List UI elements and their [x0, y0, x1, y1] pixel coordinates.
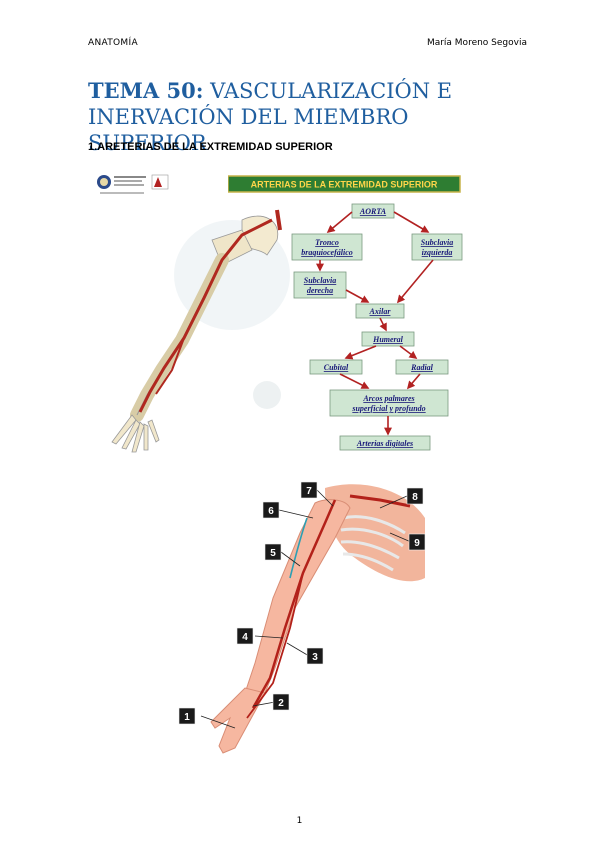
node-arcos-line1: Arcos palmares — [362, 394, 414, 403]
figure-label-2: 2 — [278, 698, 284, 709]
diagram-heading: ARTERIAS DE LA EXTREMIDAD SUPERIOR — [251, 180, 438, 190]
node-subclavia-der-line2: derecha — [307, 286, 333, 295]
page-title: TEMA 50: VASCULARIZACIÓN E INERVACIÓN DE… — [88, 78, 528, 156]
node-subclavia-izq-line1: Subclavia — [421, 238, 453, 247]
node-axilar: Axilar — [369, 307, 392, 316]
header-left: ANATOMÍA — [88, 38, 138, 48]
arm-arteries-figure-numbered: 1 2 3 4 5 6 7 8 9 — [175, 478, 435, 768]
node-subclavia-izq-line2: izquierda — [422, 248, 453, 257]
title-prefix: TEMA 50: — [88, 78, 204, 103]
header-right: María Moreno Segovia — [426, 38, 527, 48]
figure-label-7: 7 — [306, 486, 312, 497]
figure-label-6: 6 — [268, 506, 274, 517]
figure-label-9: 9 — [414, 538, 420, 549]
section-heading: 1.ARETERIAS DE LA EXTREMIDAD SUPERIOR — [88, 141, 333, 153]
university-logos — [96, 172, 174, 196]
figure-label-4: 4 — [242, 632, 248, 643]
figure-label-1: 1 — [184, 712, 190, 723]
node-cubital: Cubital — [324, 363, 349, 372]
figure-label-3: 3 — [312, 652, 318, 663]
page-number: 1 — [296, 816, 303, 826]
figure-label-5: 5 — [270, 548, 276, 559]
title-text: VASCULARIZACIÓN E INERVACIÓN DEL MIEMBRO… — [88, 79, 453, 155]
node-aorta: AORTA — [359, 207, 387, 216]
arm-arteries-illustration — [92, 180, 292, 460]
node-subclavia-der-line1: Subclavia — [304, 276, 336, 285]
node-arcos-line2: superficial y profundo — [351, 404, 425, 413]
figure-label-8: 8 — [412, 492, 418, 503]
node-tronco-line2: braquiocefálico — [301, 248, 353, 257]
node-tronco-line1: Tronco — [315, 238, 339, 247]
node-humeral: Humeral — [372, 335, 404, 344]
node-digitales: Arterias digitales — [356, 439, 413, 448]
node-radial: Radial — [410, 363, 434, 372]
arteries-flow-diagram: ARTERIAS DE LA EXTREMIDAD SUPERIOR AORTA… — [227, 172, 470, 460]
